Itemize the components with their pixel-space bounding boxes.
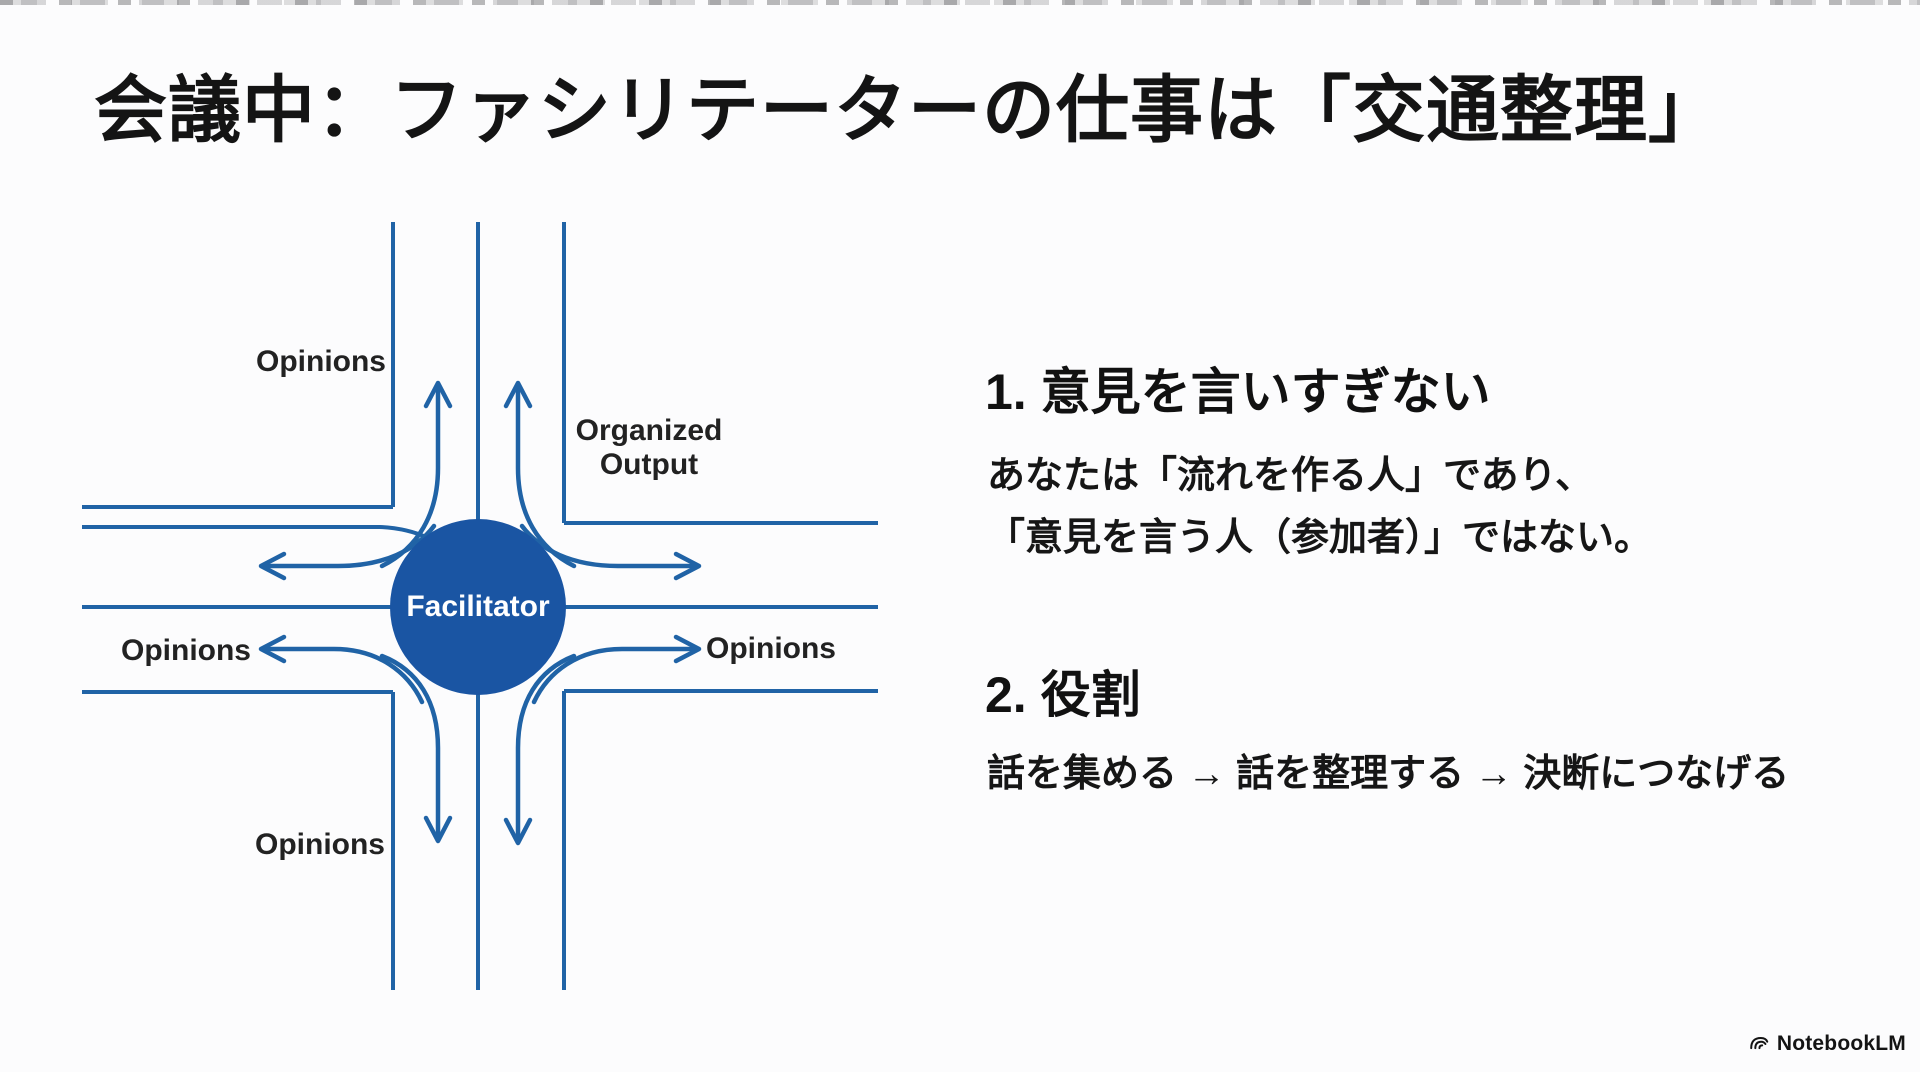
arrow-left-lower-lane — [258, 634, 425, 705]
label-opinions-bottom: Opinions — [255, 828, 385, 861]
label-opinions-right: Opinions — [706, 632, 836, 665]
section1-body-line1: あなたは「流れを作る人」であり、 — [987, 455, 1594, 497]
facilitator-label: Facilitator — [406, 590, 550, 623]
arrow-down-left-lane — [379, 653, 453, 844]
arrow-up-right-lane — [503, 380, 577, 569]
facilitator-circle — [390, 519, 566, 695]
slide-title: 会議中：ファシリテーターの仕事は「交通整理」 — [94, 70, 1722, 151]
label-organized-output-line2: Output — [599, 448, 699, 481]
arrow-down-right-lane — [503, 653, 577, 846]
brand-footer: NotebookLM — [1748, 1032, 1906, 1056]
top-edge-artifact — [0, 0, 1920, 5]
arrow-left-upper-lane — [258, 523, 437, 581]
section1-body-line2: 「意見を言う人（参加者）」ではない。 — [987, 517, 1653, 559]
section1-heading: 1. 意見を言いすぎない — [985, 364, 1491, 420]
section2-heading: 2. 役割 — [985, 667, 1141, 723]
arrow-up-left-lane — [379, 380, 453, 569]
arrow-right-lower-lane — [531, 634, 702, 705]
label-opinions-left: Opinions — [121, 634, 251, 667]
label-organized-output: Organized Output — [549, 414, 749, 482]
brand-name: NotebookLM — [1776, 1032, 1906, 1055]
label-opinions-top-left: Opinions — [256, 345, 386, 378]
arrow-right-upper-lane — [519, 523, 702, 581]
section2-body-line1: 話を集める → 話を整理する → 決断につなげる — [987, 753, 1790, 795]
notebooklm-logo-icon — [1750, 1037, 1769, 1050]
label-organized-output-line1: Organized — [575, 414, 723, 447]
